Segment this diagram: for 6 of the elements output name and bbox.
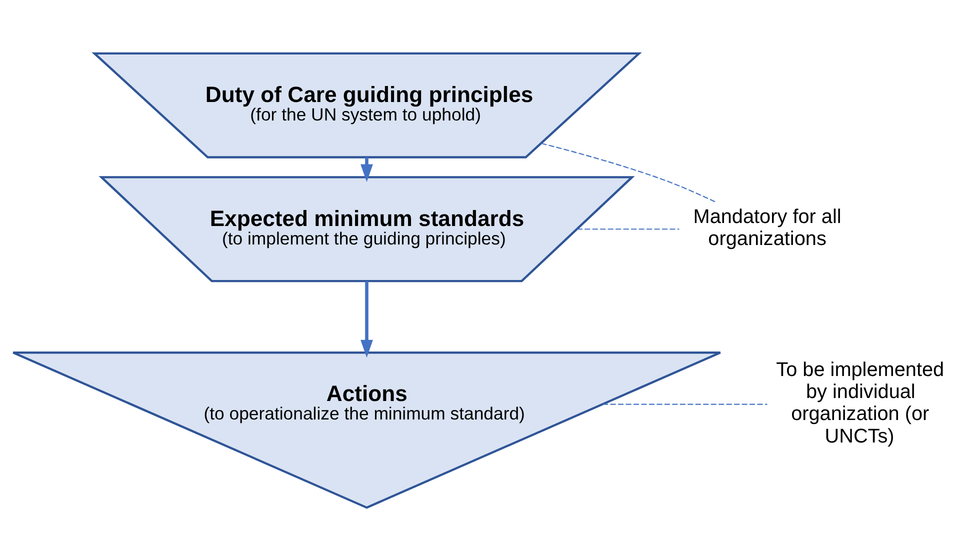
connector (576, 228, 680, 230)
connector (602, 403, 768, 404)
connector (541, 142, 717, 202)
node-text: To be implemented by individual organization (or UNCTs) (776, 358, 944, 447)
node-text: Mandatory for all organizations (693, 205, 842, 250)
arrow (360, 280, 373, 358)
